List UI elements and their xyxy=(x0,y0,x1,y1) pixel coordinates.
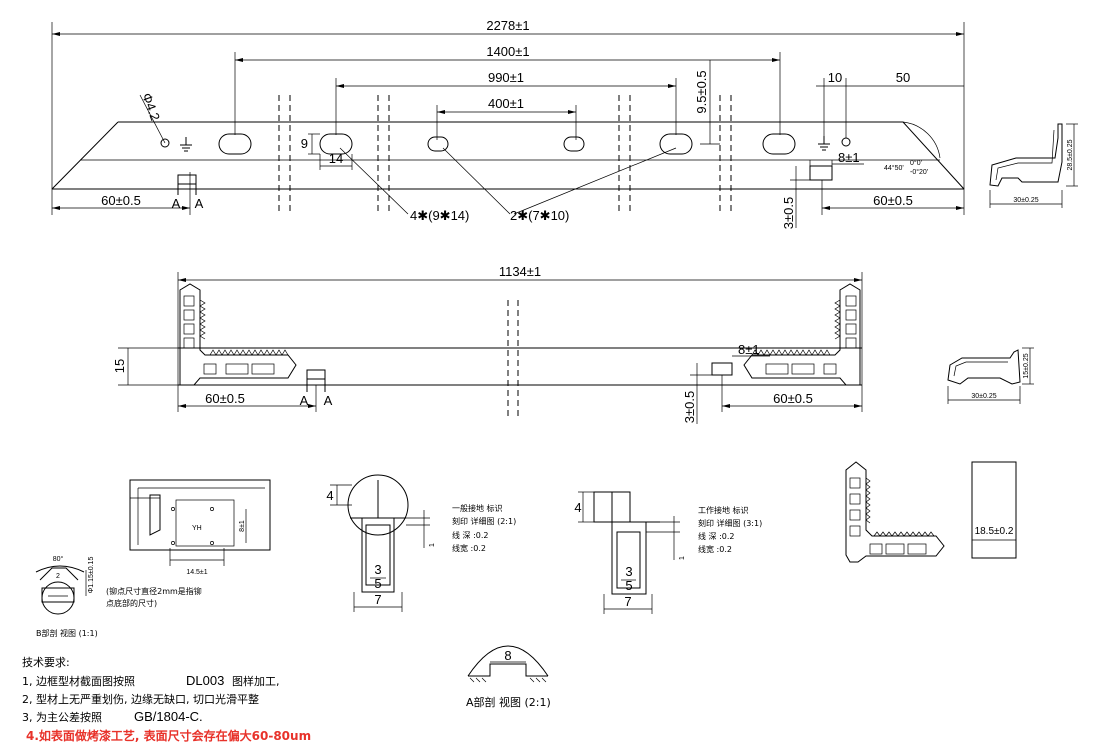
general-d5: 5 xyxy=(374,576,381,591)
detail-general-ground: 4 1 3 5 7 一般接地 标识 刻印 详细图 (2:1) 线 深 :0.2 … xyxy=(326,474,516,612)
general-subtitle: 刻印 详细图 (2:1) xyxy=(452,516,516,526)
top-view: 2278±1 1400±1 990±1 400±1 xyxy=(51,18,965,229)
detail-work-ground: 4 1 3 5 7 工作接地 标识 刻印 详细图 (3:1) 线 深 :0.2 … xyxy=(574,491,762,614)
work-d4: 4 xyxy=(574,500,581,515)
detail-b-yh: YH xyxy=(192,525,202,532)
profile-section-top: 28.5±0.25 30±0.25 xyxy=(989,123,1078,208)
tech-line4: 4.如表面做烤漆工艺, 表面尺寸会存在偏大60-80um xyxy=(26,728,311,743)
general-d4: 4 xyxy=(326,488,333,503)
tech-title: 技术要求: xyxy=(22,656,70,669)
slot-callout-b: 2✱(7✱10) xyxy=(510,208,569,223)
work-title: 工作接地 标识 xyxy=(698,505,749,515)
front-dim-60-left: 60±0.5 xyxy=(205,391,245,406)
tech-line3-code: GB/1804-C. xyxy=(134,709,203,724)
dim-overall-top: 2278±1 xyxy=(486,18,529,33)
detail-b-8: 8±1 xyxy=(239,520,246,532)
tech-line1-suffix: 图样加工, xyxy=(232,674,280,688)
profile-mid-height: 15±0.25 xyxy=(1023,353,1030,378)
dim-1400: 1400±1 xyxy=(486,44,529,59)
general-d3: 3 xyxy=(374,562,381,577)
dim-slot-14: 14 xyxy=(329,151,343,166)
front-dim-8: 8±1 xyxy=(738,342,760,357)
section-mark-a1: A xyxy=(172,196,181,211)
general-d7: 7 xyxy=(374,592,381,607)
profile-mid-width: 30±0.25 xyxy=(971,393,996,400)
dim-angle: 44°50' xyxy=(884,164,904,172)
tech-line1-prefix: 1, 边框型材截面图按照 xyxy=(22,674,135,688)
detail-b-title: B部剖 视图 (1:1) xyxy=(36,628,98,638)
dim-slot-9: 9 xyxy=(301,136,308,151)
ground-symbol-left xyxy=(180,137,192,152)
dim-3-top: 3±0.5 xyxy=(781,197,796,229)
general-title: 一般接地 标识 xyxy=(452,503,503,513)
dim-60-right: 60±0.5 xyxy=(873,193,913,208)
dim-15: 15 xyxy=(112,359,127,373)
profile-top-width: 30±0.25 xyxy=(1013,197,1038,204)
work-width: 线宽 :0.2 xyxy=(698,544,732,554)
front-section-a2: A xyxy=(324,393,333,408)
detail-b-note-1: (铆点尺寸直径2mm是指铆 xyxy=(106,586,202,596)
general-depth: 线 深 :0.2 xyxy=(452,530,489,540)
front-section-a1: A xyxy=(300,393,309,408)
dim-9-5: 9.5±0.5 xyxy=(694,70,709,113)
work-d3: 3 xyxy=(625,564,632,579)
work-d7: 7 xyxy=(624,594,631,609)
dim-400: 400±1 xyxy=(488,96,524,111)
ground-symbol-right xyxy=(818,136,830,151)
dim-10: 10 xyxy=(828,70,842,85)
profile-section-mid: 15±0.25 30±0.25 xyxy=(947,347,1034,404)
front-view: 1134±1 15 A xyxy=(112,264,863,424)
dim-angle-tol-top: 0°0' xyxy=(910,159,922,167)
detail-b: YH 14.5±1 8±1 80° 2 Φ1.15±0.15 (铆点尺寸直径2m… xyxy=(35,479,271,638)
technical-requirements: 技术要求: 1, 边框型材截面图按照 DL003 图样加工, 2, 型材上无严重… xyxy=(22,656,311,743)
dim-990: 990±1 xyxy=(488,70,524,85)
section-mark-a2: A xyxy=(195,196,204,211)
corner-block: 18.5±0.2 xyxy=(971,461,1017,559)
profile-top-height: 28.5±0.25 xyxy=(1067,139,1074,170)
dim-8-top: 8±1 xyxy=(838,150,860,165)
slot-callout-a: 4✱(9✱14) xyxy=(410,208,469,223)
detail-b-14-5: 14.5±1 xyxy=(186,569,207,576)
general-d1: 1 xyxy=(429,543,436,547)
work-d5: 5 xyxy=(625,578,632,593)
detail-b-angle: 80° xyxy=(53,555,64,563)
detail-a: 8 A部剖 视图 (2:1) xyxy=(466,645,551,709)
detail-b-note-2: 点底部的尺寸) xyxy=(106,598,157,608)
dim-50: 50 xyxy=(896,70,910,85)
dim-overall-front: 1134±1 xyxy=(499,264,541,279)
work-depth: 线 深 :0.2 xyxy=(698,531,735,541)
dim-60-left: 60±0.5 xyxy=(101,193,141,208)
tech-line1-code: DL003 xyxy=(186,673,224,688)
tech-line3-prefix: 3, 为主公差按照 xyxy=(22,710,102,724)
detail-b-2: 2 xyxy=(56,573,60,580)
front-dim-60-right: 60±0.5 xyxy=(773,391,813,406)
tech-line2: 2, 型材上无严重划伤, 边缘无缺口, 切口光滑平整 xyxy=(22,692,259,706)
front-dim-3: 3±0.5 xyxy=(682,391,697,423)
detail-a-8: 8 xyxy=(504,648,511,663)
work-d1: 1 xyxy=(679,556,686,560)
corner-block-label: 18.5±0.2 xyxy=(975,526,1014,537)
detail-b-hole: Φ1.15±0.15 xyxy=(88,557,95,594)
dim-phi: Φ4.2 xyxy=(139,91,163,123)
corner-profile-detail xyxy=(845,461,945,563)
general-width: 线宽 :0.2 xyxy=(452,543,486,553)
detail-a-title: A部剖 视图 (2:1) xyxy=(466,695,551,709)
work-subtitle: 刻印 详细图 (3:1) xyxy=(698,518,762,528)
dim-angle-tol-bottom: -0°20' xyxy=(910,168,928,176)
